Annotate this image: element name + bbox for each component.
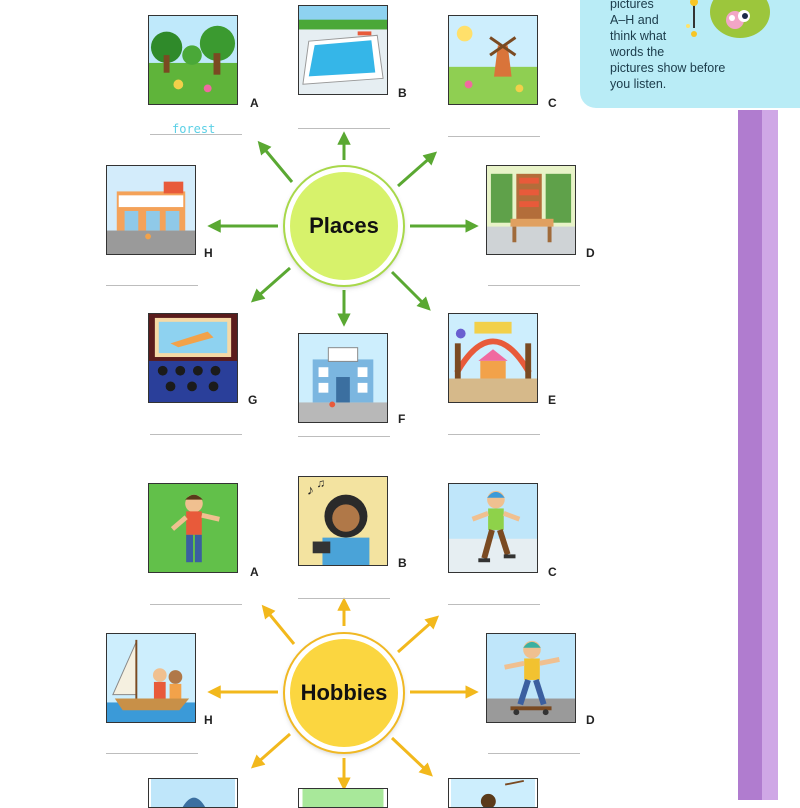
tip-text: pictures A–H and think what words the pi… <box>610 0 750 92</box>
picture-letter: D <box>586 713 595 727</box>
hobbies-hub: Hobbies <box>285 634 403 752</box>
picture-letter: C <box>548 565 557 579</box>
side-band-highlight <box>762 110 778 800</box>
places-arrow-upleft <box>257 140 294 183</box>
answer-line[interactable] <box>298 436 390 437</box>
picture-letter: A <box>250 96 259 110</box>
answer-line[interactable] <box>106 285 198 286</box>
picture-letter: A <box>250 565 259 579</box>
tip-line: think what <box>610 29 667 43</box>
answer-line[interactable] <box>298 128 390 129</box>
svg-text:♪: ♪ <box>307 483 314 498</box>
places-arrow-upright <box>397 151 438 188</box>
hobbies-arrow-upright <box>397 615 440 654</box>
sailing-picture <box>106 633 196 723</box>
picture-letter: H <box>204 246 213 260</box>
picture-letter: G <box>248 393 258 407</box>
dancing-boy-picture <box>148 483 238 573</box>
hobby-picture-partial <box>298 788 388 808</box>
answer-line[interactable] <box>298 598 390 599</box>
swimming-pool-picture <box>298 5 388 95</box>
skateboarding-boy-picture <box>486 633 576 723</box>
answer-line[interactable] <box>150 434 242 435</box>
example-answer: forest <box>172 122 216 136</box>
tip-line: A–H and <box>610 13 659 27</box>
hobby-picture-partial <box>148 778 238 808</box>
library-picture <box>486 165 576 255</box>
hobbies-arrow-downleft <box>250 732 291 769</box>
windmill-countryside-picture <box>448 15 538 105</box>
tip-line: words the <box>610 45 665 59</box>
picture-letter: C <box>548 96 557 110</box>
forest-picture <box>148 15 238 105</box>
hobbies-arrow-downright <box>390 736 433 777</box>
answer-line[interactable] <box>488 285 580 286</box>
restaurant-picture <box>106 165 196 255</box>
answer-line[interactable] <box>150 134 242 135</box>
cinema-picture <box>148 313 238 403</box>
roller-skating-boy-picture <box>448 483 538 573</box>
hobbies-arrow-upleft <box>261 604 296 645</box>
answer-line[interactable] <box>448 434 540 435</box>
picture-letter: F <box>398 412 406 426</box>
picture-letter: H <box>204 713 213 727</box>
answer-line[interactable] <box>448 136 540 137</box>
funfair-entrance-picture <box>448 313 538 403</box>
shopping-mall-picture <box>298 333 388 423</box>
answer-line[interactable] <box>448 604 540 605</box>
answer-line[interactable] <box>488 753 580 754</box>
mascot-icon <box>686 0 770 38</box>
hobby-picture-partial <box>448 778 538 808</box>
tip-line: you listen. <box>610 77 667 91</box>
places-hub: Places <box>285 167 403 285</box>
tip-line: pictures show before <box>610 61 726 75</box>
picture-letter: B <box>398 556 407 570</box>
answer-line[interactable] <box>106 753 198 754</box>
answer-line[interactable] <box>150 604 242 605</box>
music-listening-girl-picture: ♪♫ <box>298 476 388 566</box>
picture-letter: E <box>548 393 557 407</box>
places-arrow-downright <box>390 270 431 311</box>
svg-text:♫: ♫ <box>317 477 326 490</box>
picture-letter: B <box>398 86 407 100</box>
picture-letter: D <box>586 246 595 260</box>
places-arrow-downleft <box>250 266 291 303</box>
tip-line: pictures <box>610 0 654 11</box>
